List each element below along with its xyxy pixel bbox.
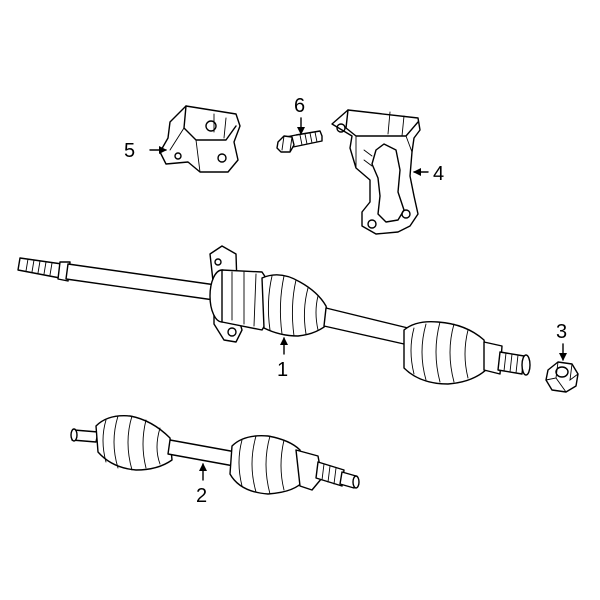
part-1-axle-assembly[interactable] xyxy=(17,245,531,385)
part-2-axle-assembly[interactable] xyxy=(70,415,360,495)
part-6-bolt[interactable] xyxy=(276,130,323,153)
part-3-nut[interactable] xyxy=(545,361,579,393)
callout-1: 1 xyxy=(277,359,288,381)
callout-2: 2 xyxy=(196,485,207,507)
callout-3: 3 xyxy=(556,321,567,343)
callout-4: 4 xyxy=(433,163,444,185)
part-4-bracket[interactable] xyxy=(331,109,421,235)
callout-5: 5 xyxy=(124,140,135,162)
part-5-bracket[interactable] xyxy=(159,105,241,173)
callout-6: 6 xyxy=(294,95,305,117)
